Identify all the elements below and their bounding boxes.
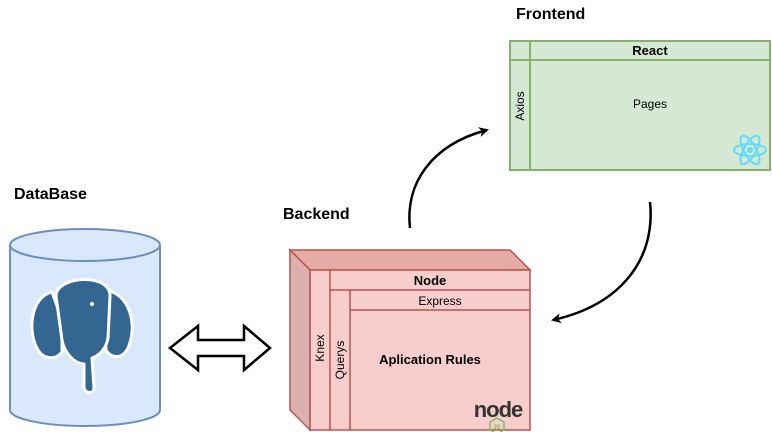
backend-box: node JS — [288, 248, 532, 432]
backend-to-frontend-arrow — [408, 127, 489, 229]
db-backend-double-arrow — [167, 323, 272, 373]
frontend-to-backend-arrow — [551, 201, 652, 324]
pages-label: Pages — [632, 97, 668, 111]
svg-text:node: node — [474, 397, 523, 422]
react-logo-icon — [733, 134, 767, 166]
backend-top-face — [288, 249, 532, 271]
axios-label: Axios — [513, 91, 527, 121]
nodejs-logo-icon: node JS — [474, 397, 524, 432]
application-rules-label: Aplication Rules — [379, 352, 481, 367]
database-title: DataBase — [14, 186, 87, 203]
express-label: Express — [418, 294, 462, 308]
querys-label: Querys — [333, 340, 347, 380]
frontend-title: Frontend — [516, 6, 586, 23]
frontend-box — [509, 40, 771, 171]
react-header-label: React — [632, 43, 668, 58]
knex-label: Knex — [313, 334, 327, 362]
backend-left-face — [289, 248, 311, 432]
backend-title: Backend — [283, 206, 350, 223]
backend-front-face — [309, 269, 531, 431]
database-cylinder — [9, 228, 161, 427]
node-header-label: Node — [413, 273, 447, 288]
postgresql-elephant-icon — [30, 278, 134, 394]
svg-text:JS: JS — [493, 425, 500, 431]
